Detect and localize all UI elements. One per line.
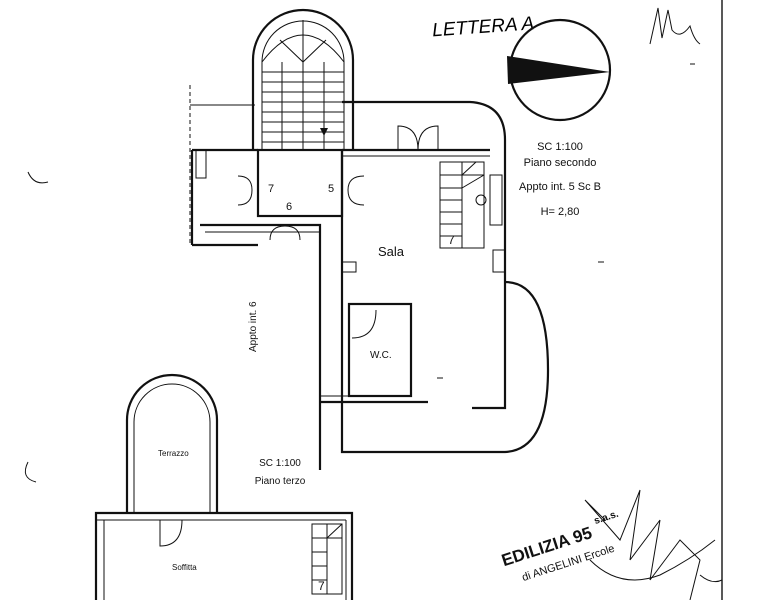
north-compass [507, 18, 612, 122]
landing-num-center: 6 [286, 201, 292, 213]
stair-steps [262, 62, 344, 150]
attic-walls [94, 511, 354, 600]
upper-height: H= 2,80 [541, 206, 580, 218]
lower-stair [311, 523, 343, 595]
upper-floor-title-block: SC 1:100 Piano secondo Appto int. 5 Sc B… [519, 141, 601, 218]
lower-floor-plan: Terrazzo Soffitta 7 [94, 373, 354, 600]
wc-room [347, 302, 413, 398]
adjacent-unit: Appto int. 6 [248, 301, 259, 352]
landing-num-right: 5 [328, 183, 334, 195]
lower-floor-title-block: SC 1:100 Piano terzo [255, 458, 306, 487]
internal-stair [439, 161, 487, 249]
upper-floor-name: Piano secondo [524, 157, 597, 169]
stair-num-lower: 7 [318, 579, 325, 593]
room-sala: Sala [378, 244, 405, 259]
stair-num-upper: 7 [448, 233, 455, 247]
upper-scale: SC 1:100 [537, 141, 583, 153]
signature-bottom [584, 489, 701, 600]
terrace-outline [125, 373, 219, 512]
signature-top [649, 7, 701, 45]
upper-unit-ref: Appto int. 5 Sc B [519, 181, 601, 193]
handwritten-note: LETTERA A [432, 13, 535, 41]
lower-scale: SC 1:100 [259, 458, 301, 469]
company-stamp: EDILIZIA 95 s.a.s. di ANGELINI Ercole [499, 509, 620, 584]
room-terrace: Terrazzo [158, 449, 189, 458]
sala-walls [342, 100, 507, 410]
stair-tower [251, 8, 355, 150]
lower-floor-name: Piano terzo [255, 476, 306, 487]
upper-floor-plan: 7 6 5 [24, 8, 550, 483]
room-wc: W.C. [370, 350, 392, 361]
room-attic: Soffitta [172, 563, 197, 572]
landing-num-left: 7 [268, 183, 274, 195]
